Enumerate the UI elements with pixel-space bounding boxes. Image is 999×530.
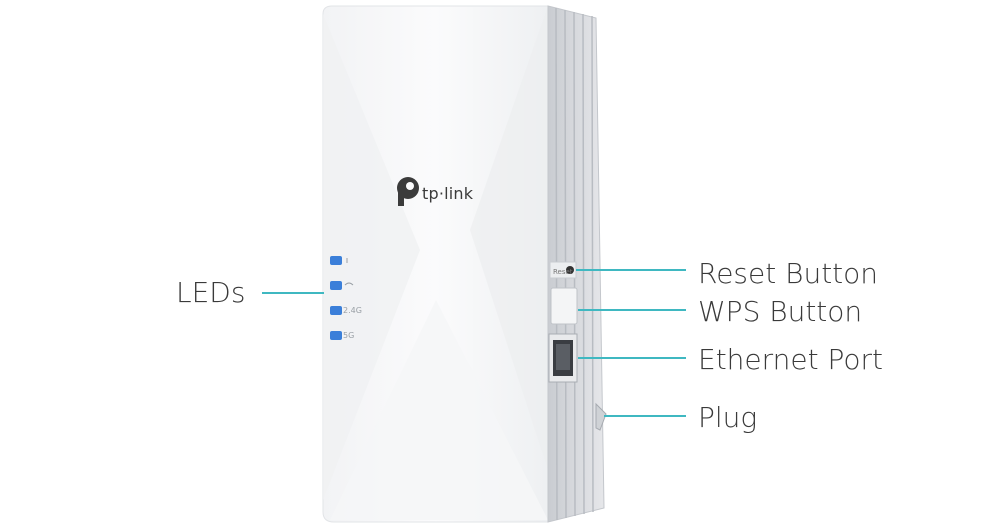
- led-5g: [330, 331, 342, 340]
- front-facet-right: [470, 6, 548, 470]
- led-icons: [344, 258, 354, 286]
- callout-reset-button: Reset Button: [698, 257, 879, 290]
- led-power: [330, 256, 342, 265]
- brand-logo-text: tp·link: [422, 184, 474, 203]
- wps-button: [550, 287, 578, 325]
- reset-button-hole: [566, 266, 574, 274]
- led-label-2-4g: 2.4G: [343, 306, 362, 315]
- led-signal: [330, 281, 342, 290]
- front-facet-left: [323, 14, 420, 500]
- led-label-5g: 5G: [343, 331, 355, 340]
- leader-lines: [262, 269, 686, 417]
- plug-prong: [595, 402, 607, 431]
- wifi-icon: [344, 282, 354, 286]
- reset-port-label: Reset: [553, 268, 573, 276]
- front-facet-bottom: [330, 300, 548, 520]
- callout-plug: Plug: [698, 401, 758, 434]
- led-indicators: [330, 256, 342, 340]
- tp-link-logo-mark: [397, 177, 419, 206]
- led-2-4g: [330, 306, 342, 315]
- callout-leds: LEDs: [176, 276, 246, 309]
- callout-wps-button: WPS Button: [698, 295, 863, 328]
- callout-ethernet-port: Ethernet Port: [698, 343, 884, 376]
